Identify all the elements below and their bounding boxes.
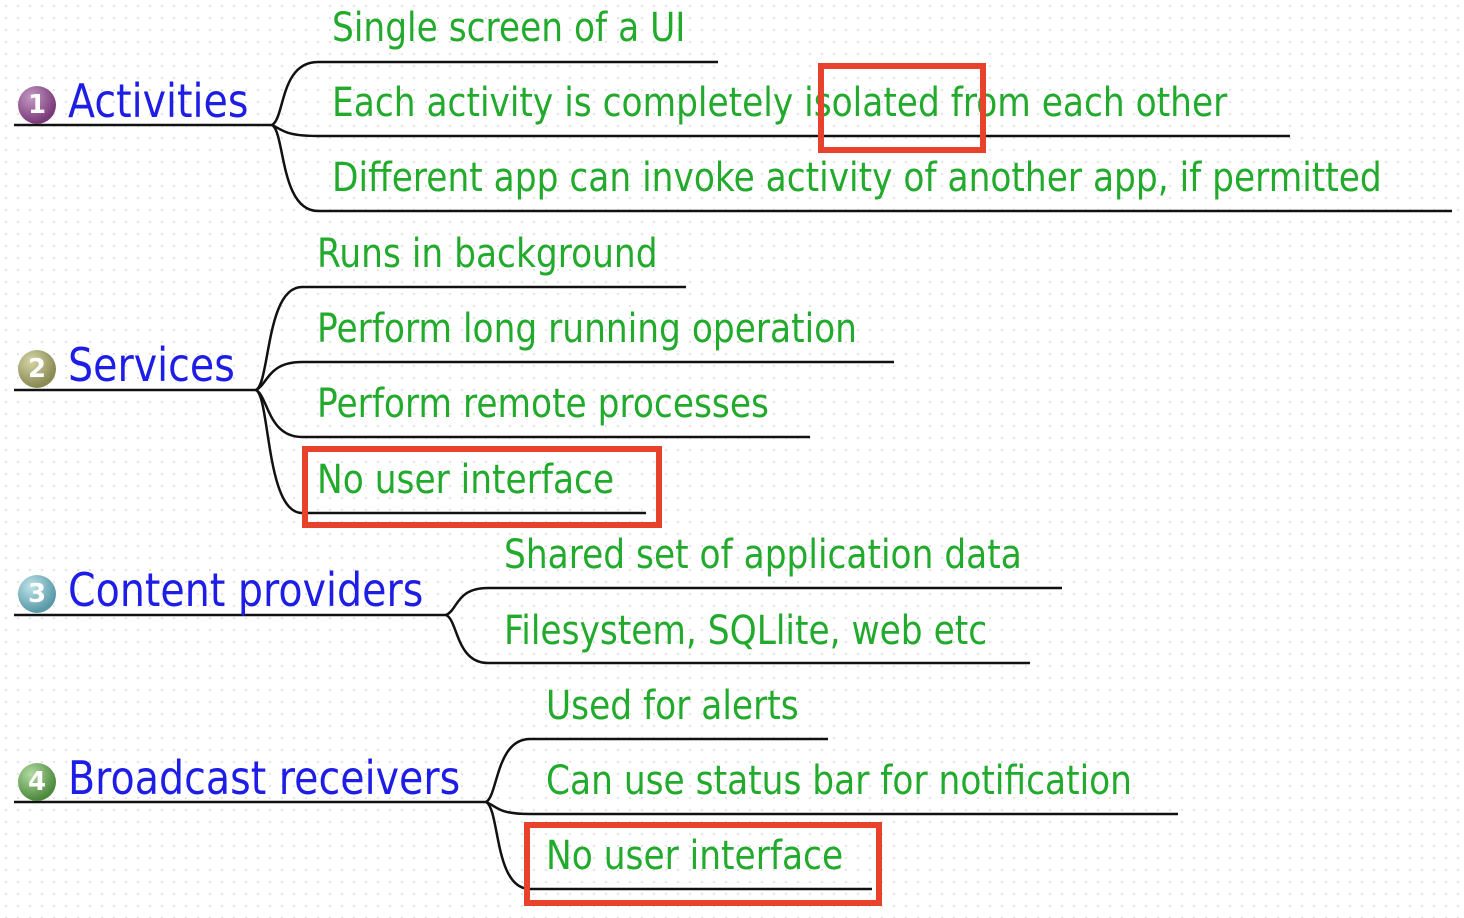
badge-3-number: 3 — [27, 579, 47, 609]
leaf-services-4: No user interface — [317, 457, 615, 503]
highlight-box-broadcast-no-ui — [524, 822, 882, 906]
leaf-services-2: Perform long running operation — [317, 306, 857, 352]
badge-1: 1 — [18, 86, 56, 124]
branch-activities-2 — [271, 123, 1290, 138]
leaf-activities-3: Different app can invoke activity of ano… — [332, 155, 1382, 201]
leaf-content-providers-1: Shared set of application data — [504, 532, 1022, 578]
leaf-activities-2-before: Each activity is completely — [332, 80, 805, 126]
leaf-activities-1: Single screen of a UI — [332, 5, 686, 51]
badge-2: 2 — [18, 350, 56, 388]
leaf-services-1: Runs in background — [317, 231, 658, 277]
badge-1-number: 1 — [27, 90, 47, 120]
leaf-activities-2-after: from each other — [939, 80, 1228, 126]
leaf-services-3: Perform remote processes — [317, 381, 769, 427]
topic-content-providers: Content providers — [68, 563, 424, 617]
branch-services-1 — [255, 285, 686, 392]
branch-activities-3 — [271, 123, 1452, 213]
branch-services-2 — [255, 360, 894, 392]
leaf-content-providers-2: Filesystem, SQLlite, web etc — [504, 608, 988, 654]
highlight-box-isolated — [818, 63, 986, 153]
branch-activities-1 — [271, 60, 718, 127]
topic-broadcast-receivers: Broadcast receivers — [68, 751, 461, 805]
branch-content-providers-2 — [445, 613, 1030, 665]
topic-services: Services — [68, 338, 235, 392]
branch-broadcast-receivers-1 — [485, 737, 828, 804]
leaf-broadcast-receivers-3: No user interface — [546, 833, 844, 879]
badge-3: 3 — [18, 575, 56, 613]
leaf-broadcast-receivers-2: Can use status bar for notification — [546, 758, 1132, 804]
leaf-activities-2-highlighted: isolated — [804, 80, 940, 126]
highlight-box-services-no-ui — [302, 446, 662, 528]
branch-services-4 — [255, 388, 646, 515]
leaf-activities-2: Each activity is completely isolated fro… — [332, 83, 1227, 123]
badge-4: 4 — [18, 763, 56, 801]
branch-content-providers-1 — [445, 586, 1062, 617]
topic-activities: Activities — [68, 74, 249, 128]
badge-4-number: 4 — [27, 767, 47, 797]
badge-2-number: 2 — [27, 354, 47, 384]
leaf-broadcast-receivers-1: Used for alerts — [546, 683, 799, 729]
